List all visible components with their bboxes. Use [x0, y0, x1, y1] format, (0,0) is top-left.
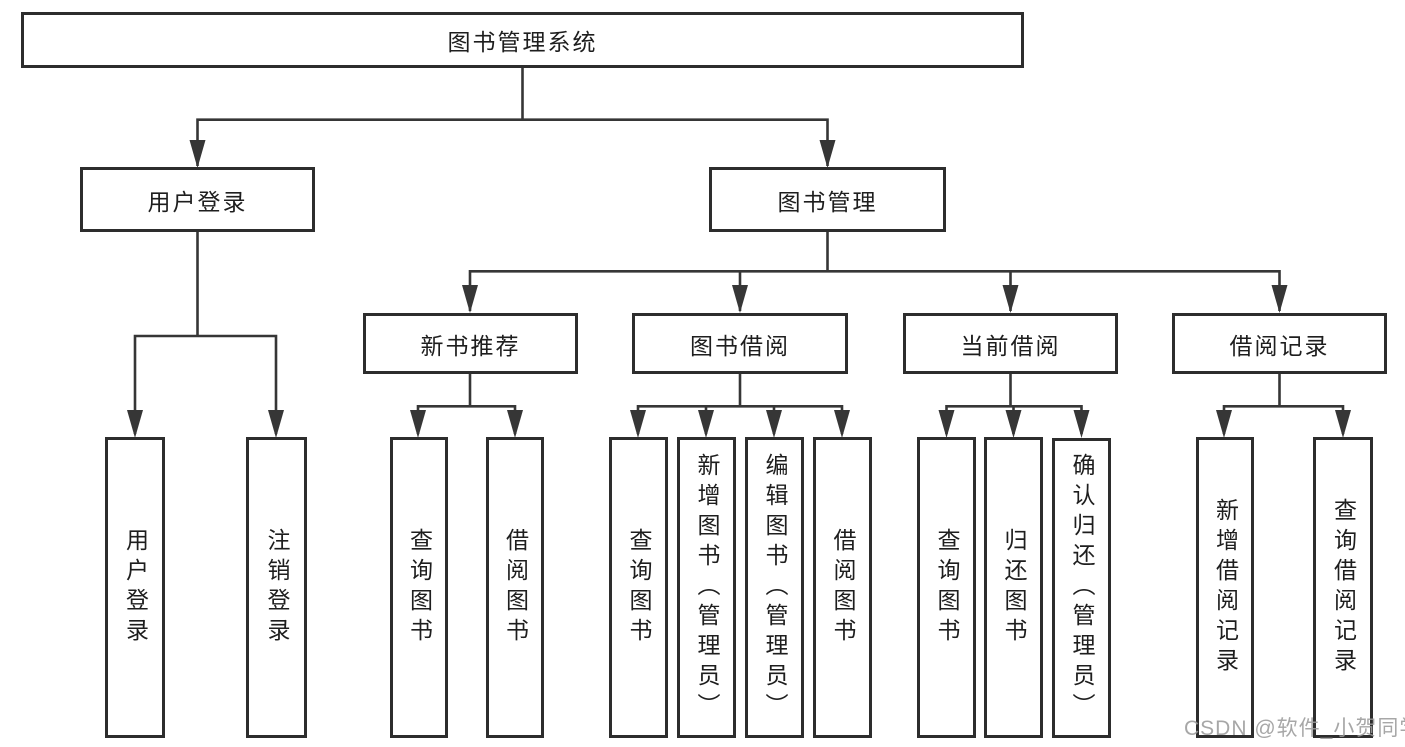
arrowhead	[819, 140, 836, 168]
arrowhead	[410, 410, 426, 438]
arrowhead	[1271, 285, 1288, 313]
arrowhead	[938, 410, 955, 438]
arrowhead	[698, 410, 714, 438]
arrowhead	[766, 410, 782, 438]
leaf-borrow-query-books: 查询图书	[609, 437, 668, 738]
arrowhead	[462, 285, 478, 313]
node-borrow-records: 借阅记录	[1172, 313, 1387, 374]
node-root: 图书管理系统	[21, 12, 1024, 68]
leaf-query-borrow-record: 查询借阅记录	[1313, 437, 1373, 738]
leaf-borrow-books: 借阅图书	[813, 437, 872, 738]
leaf-logout: 注销登录	[246, 437, 307, 738]
arrowhead	[1005, 410, 1022, 438]
arrowhead	[127, 410, 143, 438]
node-current-borrow: 当前借阅	[903, 313, 1118, 374]
arrowhead	[189, 140, 206, 168]
arrowhead	[1002, 285, 1019, 313]
arrowhead	[1073, 410, 1090, 438]
arrowhead	[630, 410, 646, 438]
node-user-login: 用户登录	[80, 167, 315, 232]
leaf-edit-books-admin: 编辑图书（管理员）	[745, 437, 804, 738]
leaf-current-query-books: 查询图书	[917, 437, 976, 738]
node-book-management: 图书管理	[709, 167, 946, 232]
arrowhead	[834, 410, 850, 438]
connector-borrow-split	[636, 404, 844, 434]
connector-login-split	[133, 334, 278, 434]
leaf-add-books-admin: 新增图书（管理员）	[677, 437, 736, 738]
leaf-return-books: 归还图书	[984, 437, 1043, 738]
leaf-confirm-return-admin: 确认归还（管理员）	[1052, 438, 1111, 738]
arrowhead	[1335, 410, 1351, 438]
connector-recommend-split	[416, 404, 517, 434]
arrowhead	[507, 410, 523, 438]
leaf-add-borrow-record: 新增借阅记录	[1196, 437, 1254, 738]
connector-root-split	[196, 118, 829, 166]
arrowhead	[1216, 410, 1232, 438]
connector-records-split	[1222, 404, 1345, 434]
leaf-recommend-borrow-books: 借阅图书	[486, 437, 544, 738]
arrowhead	[268, 410, 284, 438]
watermark-text: CSDN @软件_小贺同学	[1184, 717, 1405, 740]
leaf-recommend-query-books: 查询图书	[390, 437, 448, 738]
leaf-user-login: 用户登录	[105, 437, 165, 738]
node-new-book-recommend: 新书推荐	[363, 313, 578, 374]
arrowhead	[732, 285, 748, 313]
node-book-borrow: 图书借阅	[632, 313, 848, 374]
connector-manage-split	[468, 269, 1281, 311]
